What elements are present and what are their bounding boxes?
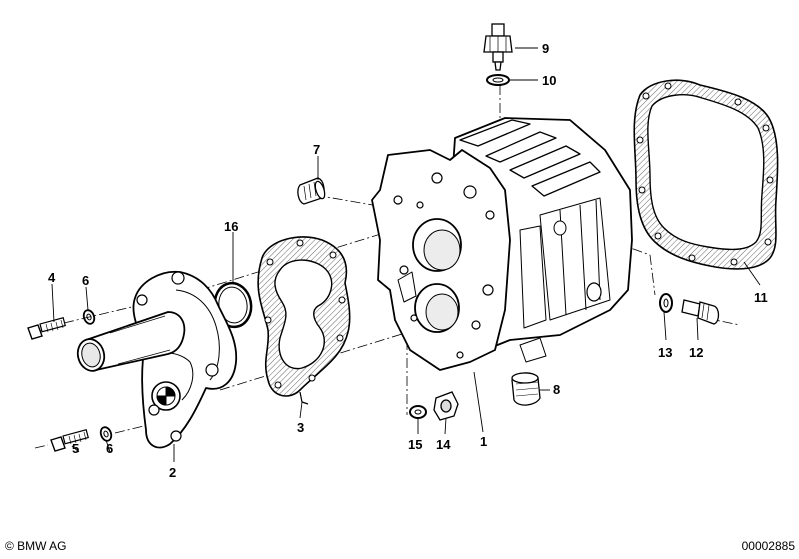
plug-part-14 [433,391,459,421]
washer-part-6-upper [82,309,96,325]
washer-part-6-lower [99,426,113,442]
label-part-16: 16 [224,219,238,234]
label-part-11: 11 [754,290,768,305]
label-part-6-upper: 6 [82,273,89,288]
label-part-13: 13 [658,345,672,360]
label-part-15: 15 [408,437,422,452]
washer-part-15 [409,405,427,419]
label-part-6-lower: 6 [106,441,113,456]
label-part-12: 12 [689,345,703,360]
switch-part-9 [483,23,513,71]
label-part-9: 9 [542,41,549,56]
seal-ring-part-10 [486,74,510,86]
washer-part-13 [659,293,673,313]
plug-part-8 [511,372,541,406]
sender-part-12 [681,299,720,325]
label-part-8: 8 [553,382,560,397]
front-cover-part-2 [76,270,238,449]
label-part-5: 5 [72,441,79,456]
gasket-part-11 [633,79,779,270]
label-part-3: 3 [297,420,304,435]
label-part-14: 14 [436,437,451,452]
part-number-labels: 1 2 3 4 5 6 6 7 8 9 10 11 12 13 14 15 16 [48,41,768,480]
copyright-notice: © BMW AG [5,539,67,553]
gearbox-housing-part-1 [371,117,633,371]
label-part-10: 10 [542,73,556,88]
label-part-1: 1 [480,434,487,449]
leader-lines [51,47,761,462]
bolt-part-4 [27,317,66,340]
gasket-part-3 [257,236,351,405]
bolt-part-5 [50,429,89,452]
label-part-2: 2 [169,465,176,480]
plug-part-7 [297,177,326,205]
catalog-number: 00002885 [741,539,795,553]
label-part-4: 4 [48,270,56,285]
label-part-7: 7 [313,142,320,157]
